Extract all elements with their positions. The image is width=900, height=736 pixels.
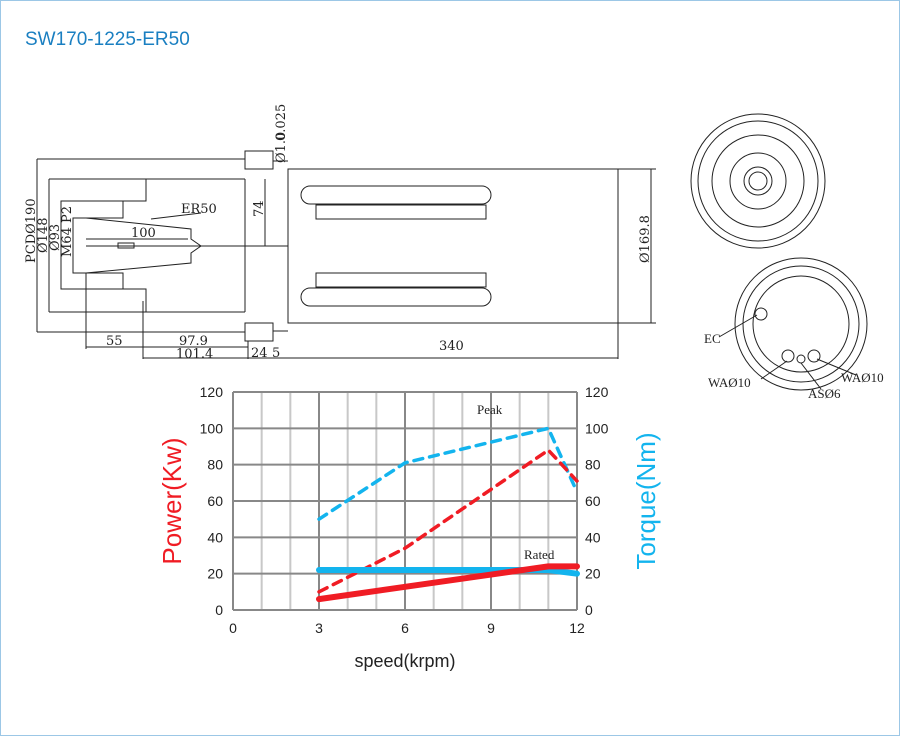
x-tick-label: 3 [315, 620, 323, 636]
left-y-tick-label: 80 [207, 457, 223, 473]
dim-len100: 100 [131, 226, 156, 241]
chart-grid [232, 391, 578, 611]
x-tick-label: 6 [401, 620, 409, 636]
spindle-side-view [36, 150, 656, 359]
spindle-front-view [690, 113, 826, 249]
x-axis-label: speed(krpm) [354, 651, 455, 671]
model-title: SW170-1225-ER50 [25, 29, 190, 50]
label-wa-left: WAØ10 [708, 375, 751, 390]
dim-d93: Ø93 [48, 224, 63, 251]
chart-series [316, 426, 580, 603]
series-peak-torque [317, 426, 579, 521]
right-y-tick-label: 40 [585, 529, 601, 545]
motor-windings [300, 185, 492, 307]
label-wa-right: WAØ10 [841, 370, 884, 385]
annotation-rated: Rated [524, 547, 555, 562]
left-y-tick-label: 60 [207, 493, 223, 509]
dim-5: 5 [272, 346, 280, 361]
right-y-tick-label: 80 [585, 457, 601, 473]
dim-collet: ER50 [181, 202, 217, 217]
x-tick-label: 0 [229, 620, 237, 636]
dim-body-d: Ø169.8 [638, 215, 653, 263]
right-y-tick-label: 100 [585, 420, 609, 436]
dim-thread: M64 P2 [60, 206, 75, 257]
right-y-tick-label: 60 [585, 493, 601, 509]
dim-55: 55 [106, 334, 123, 349]
annotation-peak: Peak [477, 402, 503, 417]
series-rated-power [316, 563, 580, 603]
dim-pcd: PCDØ190 [24, 198, 39, 263]
dim-runout-value: 0.025 [274, 104, 289, 141]
dim-97-9: 97.9 [179, 334, 208, 349]
label-as: ASØ6 [808, 386, 841, 401]
left-y-tick-label: 120 [200, 384, 224, 400]
right-axis-label: Torque(Nm) [631, 432, 661, 569]
left-y-tick-label: 100 [200, 420, 224, 436]
dim-d148: Ø148 [36, 218, 51, 253]
x-tick-label: 12 [569, 620, 585, 636]
left-axis-label: Power(Kw) [157, 437, 187, 564]
dim-runout-d: Ø1.0 [274, 132, 289, 163]
left-y-tick-label: 20 [207, 566, 223, 582]
dim-h74: 74 [252, 200, 267, 217]
left-y-tick-label: 0 [215, 602, 223, 618]
dim-340: 340 [439, 339, 464, 354]
dim-101-4: 101.4 [176, 347, 213, 362]
left-y-tick-label: 40 [207, 529, 223, 545]
series-rated-torque [316, 567, 580, 577]
right-y-tick-label: 120 [585, 384, 609, 400]
label-ec: EC [704, 331, 721, 346]
right-y-tick-label: 0 [585, 602, 593, 618]
spindle-rear-view [718, 257, 868, 391]
dim-24: 24 [251, 346, 268, 361]
x-tick-label: 9 [487, 620, 495, 636]
right-y-tick-label: 20 [585, 566, 601, 582]
